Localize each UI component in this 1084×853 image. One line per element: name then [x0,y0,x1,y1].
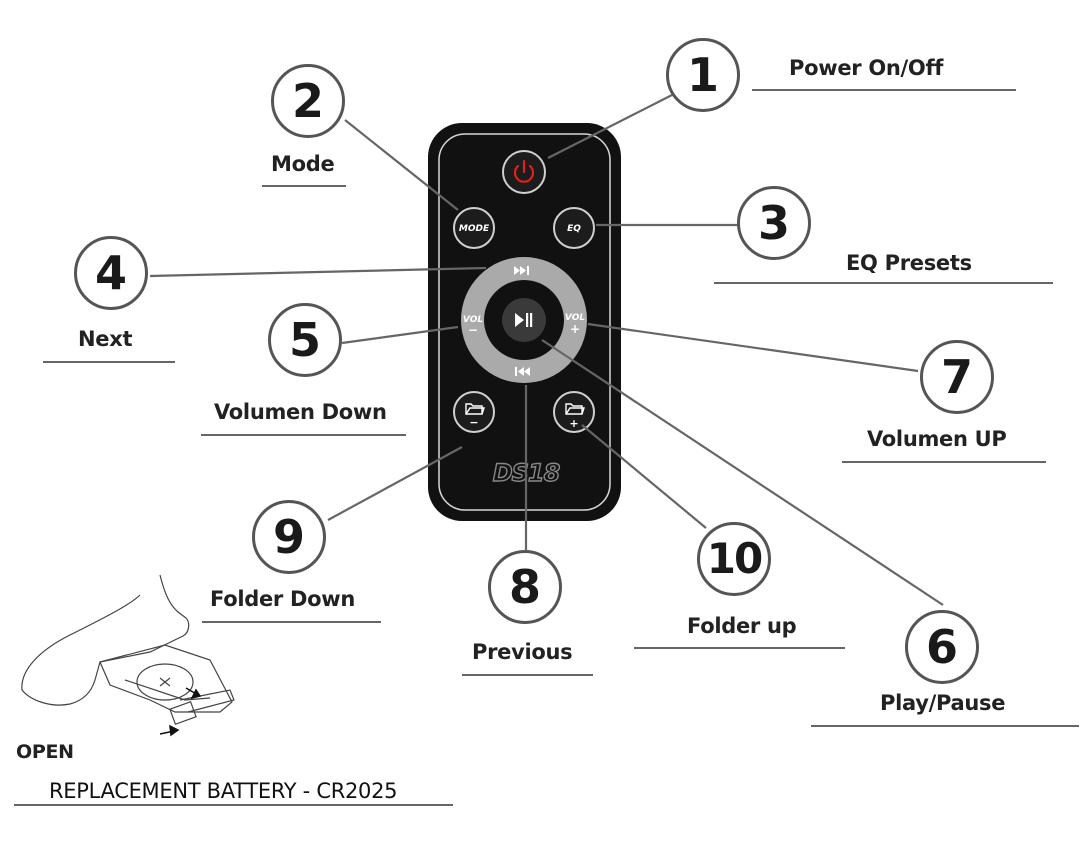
volume-down-button[interactable]: VOL − [463,315,483,337]
arrow-push-head-icon [190,688,202,700]
label-volume-up: Volumen UP [867,427,1007,451]
label-eq-presets: EQ Presets [846,251,972,275]
play-pause-button[interactable] [502,298,546,342]
leader-2 [344,119,459,211]
callout-9-number: 9 [272,510,305,564]
callout-8-number: 8 [508,560,541,614]
label-power: Power On/Off [789,56,944,80]
folder-up-icon [565,403,585,415]
vol-down-label: VOL [463,315,483,325]
callout-8: 8 [488,550,562,624]
folder-plus-sign: + [569,417,578,430]
play-pause-icon [515,313,533,327]
label-folder-down: Folder Down [210,587,355,611]
remote-control: MODE EQ [428,123,621,521]
vol-minus-sign: − [468,323,478,337]
callout-1: 1 [666,38,740,112]
callout-3: 3 [737,186,811,260]
next-icon [514,266,529,275]
power-button[interactable] [502,150,546,194]
leader-6 [541,339,944,606]
callout-7: 7 [920,340,994,414]
label-volume-down: Volumen Down [214,400,387,424]
callout-7-number: 7 [940,350,973,404]
callout-5: 5 [268,303,342,377]
leader-1 [547,94,673,159]
callout-3-number: 3 [757,196,790,250]
callout-6-number: 6 [925,620,958,674]
callout-5-number: 5 [288,313,321,367]
vol-up-label: VOL [565,313,585,323]
label-mode: Mode [271,152,335,176]
previous-icon [515,367,530,376]
next-button[interactable] [514,266,529,275]
label-play-pause: Play/Pause [880,691,1006,715]
label-next: Next [78,327,133,351]
remote-inner-border [438,133,611,511]
leader-4 [149,266,487,278]
folder-minus-sign: − [469,416,478,429]
leader-10 [581,424,707,529]
label-folder-up: Folder up [687,614,797,638]
leader-5 [341,325,459,345]
volume-up-button[interactable]: VOL + [565,313,585,336]
callout-9: 9 [252,500,326,574]
power-icon [513,159,535,183]
mode-button-label: MODE [459,224,490,234]
callout-6: 6 [905,610,979,684]
battery-arrows [159,687,202,737]
leader-lines [149,94,944,606]
label-open: OPEN [16,741,74,763]
eq-button-label: EQ [567,224,581,234]
eq-button[interactable]: EQ [553,207,595,249]
callout-4: 4 [74,236,148,310]
label-previous: Previous [472,640,573,664]
arrow-slide-head-icon [169,724,180,737]
callout-2-number: 2 [291,74,324,128]
previous-button[interactable] [515,367,530,376]
folder-down-icon [465,403,485,415]
callout-10: 10 [697,522,771,596]
folder-up-button[interactable]: + [553,391,595,433]
callout-1-number: 1 [686,48,719,102]
leader-9 [327,446,463,521]
leader-7 [587,322,919,373]
mode-button[interactable]: MODE [453,207,495,249]
label-replacement-battery: REPLACEMENT BATTERY - CR2025 [49,779,398,803]
callout-10-number: 10 [706,534,763,583]
battery-tray-illustration [21,574,235,726]
vol-plus-sign: + [570,322,580,336]
label-underlines [14,89,1079,806]
callout-4-number: 4 [94,246,127,300]
callout-2: 2 [271,64,345,138]
folder-down-button[interactable]: − [453,391,495,433]
